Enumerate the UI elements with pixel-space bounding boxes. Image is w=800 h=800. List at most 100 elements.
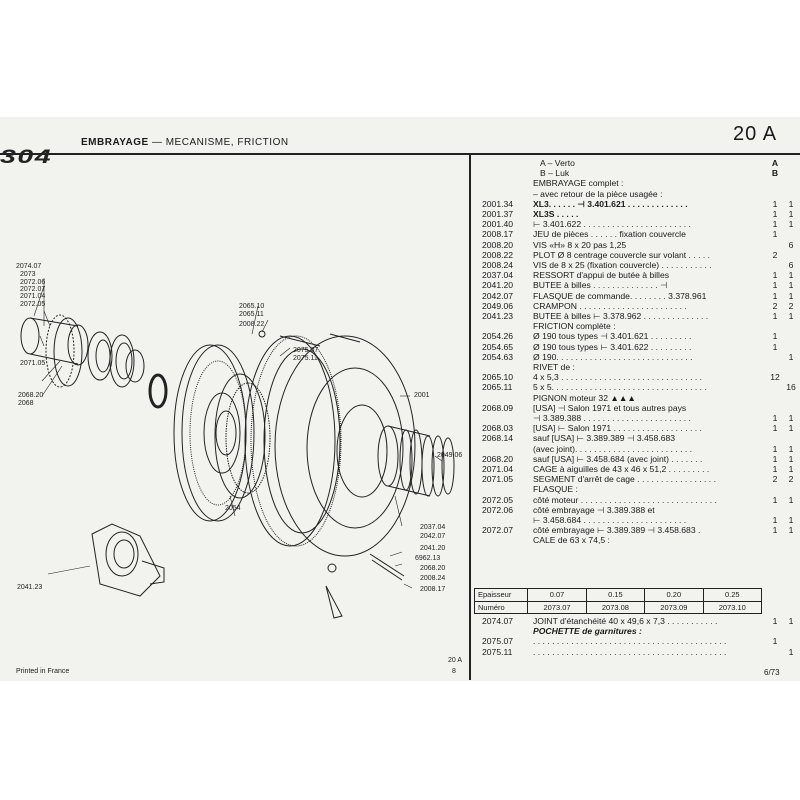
part-row: 2068.09[USA] ⊣ Salon 1971 et tous autres… xyxy=(474,403,800,413)
shim-table: Epaisseur 0.07 0.15 0.20 0.25 Numéro 207… xyxy=(473,588,763,614)
shim-cell: 2073.09 xyxy=(644,600,704,614)
variant-code: A xyxy=(771,158,779,168)
callout-label: 2071.05 xyxy=(20,360,46,367)
part-description: côté embrayage ⊣ 3.389.388 et xyxy=(533,504,655,515)
part-row: ⊢ 3.458.684 . . . . . . . . . . . . . . … xyxy=(474,515,800,525)
callout-label: 2068.20 xyxy=(420,565,446,572)
qty-b: 2 xyxy=(788,474,794,485)
qty-a: 12 xyxy=(770,372,780,383)
part-row: EMBRAYAGE complet : xyxy=(474,178,800,188)
part-ref: 2008.22 xyxy=(482,249,514,260)
catalog-page xyxy=(0,117,800,681)
part-ref: 2041.23 xyxy=(482,311,514,321)
part-ref: 2042.07 xyxy=(482,290,514,301)
part-row: ⊣ 3.389.388 . . . . . . . . . . . . . . … xyxy=(474,413,800,423)
part-ref: 2072.06 xyxy=(482,504,514,515)
part-ref: 2072.05 xyxy=(482,494,514,505)
qty-a: 1 xyxy=(772,616,778,626)
callout-label: 2068.20 xyxy=(18,392,44,399)
part-ref: 2054.63 xyxy=(482,351,514,362)
part-description: A – Verto xyxy=(540,158,575,168)
part-row: PIGNON moteur 32 ▲▲▲ xyxy=(474,393,800,403)
part-row: (avec joint). . . . . . . . . . . . . . … xyxy=(474,444,800,454)
part-ref: 2075.07 xyxy=(482,636,514,647)
callout-label: 2001 xyxy=(414,392,430,399)
qty-a: 1 xyxy=(772,464,778,474)
shim-number-row: Numéro 2073.07 2073.08 2073.09 2073.10 xyxy=(473,600,763,614)
shim-cell: 0.20 xyxy=(644,588,704,602)
qty-a: 1 xyxy=(772,413,778,423)
qty-a: 1 xyxy=(772,423,778,434)
part-description: PIGNON moteur 32 ▲▲▲ xyxy=(533,392,636,403)
qty-a: 1 xyxy=(772,494,778,505)
part-description: (avec joint). . . . . . . . . . . . . . … xyxy=(533,443,693,454)
qty-a: 1 xyxy=(772,280,778,291)
part-row: 2072.06 côté embrayage ⊣ 3.389.388 et xyxy=(474,505,800,515)
qty-b: 1 xyxy=(788,525,794,536)
part-description: CALE de 63 x 74,5 : xyxy=(533,535,610,546)
part-row: 2068.03[USA] ⊢ Salon 1971 . . . . . . . … xyxy=(474,423,800,433)
shim-cell: 2073.10 xyxy=(702,600,763,614)
qty-b: 1 xyxy=(788,280,794,291)
part-description: VIS «H» 8 x 20 pas 1,25 xyxy=(533,239,627,250)
callout-label: 2042.07 xyxy=(420,533,446,540)
qty-b: 1 xyxy=(788,616,794,626)
release-spring-part xyxy=(377,425,455,497)
part-description: sauf [USA] ⊢ 3.389.389 ⊣ 3.458.683 xyxy=(533,433,676,444)
shim-thickness-row: Epaisseur 0.07 0.15 0.20 0.25 xyxy=(473,588,763,602)
footer-section: 20 A xyxy=(448,657,463,664)
bolt-part xyxy=(258,330,405,619)
qty-a: 1 xyxy=(772,443,778,454)
column-divider xyxy=(469,155,471,680)
qty-b: 1 xyxy=(788,351,794,362)
qty-a: 2 xyxy=(772,474,778,485)
part-row: FLASQUE : xyxy=(474,484,800,494)
model-logo: 304 xyxy=(0,147,53,168)
part-row: POCHETTE de garnitures : xyxy=(474,626,800,636)
part-description: B – Luk xyxy=(540,168,570,179)
footer-sub: 8 xyxy=(452,668,456,675)
shim-cell: 2073.08 xyxy=(585,600,646,614)
qty-a: 2 xyxy=(772,300,778,311)
qty-b: 6 xyxy=(788,260,794,270)
part-row: A – Verto A xyxy=(474,158,800,168)
part-row: 2041.23 BUTEE à billes ⊢ 3.378.962 . . . … xyxy=(474,311,800,321)
qty-b: 1 xyxy=(788,464,794,474)
part-ref: 2074.07 xyxy=(482,616,514,626)
part-ref: 2054.65 xyxy=(482,341,514,352)
callout-label: 2073 xyxy=(20,271,36,278)
qty-a: 1 xyxy=(772,515,778,525)
qty-b: 1 xyxy=(788,270,794,281)
part-row: 2075.07. . . . . . . . . . . . . . . . .… xyxy=(474,636,800,646)
qty-a: 1 xyxy=(772,331,778,342)
part-ref: 2068.09 xyxy=(482,402,514,413)
part-description: 5 x 5. . . . . . . . . . . . . . . . . .… xyxy=(533,382,707,393)
callout-label: 2074.07 xyxy=(16,263,42,270)
part-description: SEGMENT d'arrêt de cage . . . . . . . . … xyxy=(533,474,716,485)
callout-label: 2008.24 xyxy=(420,575,446,582)
part-description: PLOT Ø 8 centrage couvercle sur volant .… xyxy=(533,249,711,260)
part-ref: 2001.34 xyxy=(482,198,514,209)
section-number: 20 A xyxy=(733,123,778,145)
qty-a: 1 xyxy=(772,229,778,240)
part-description: FLASQUE : xyxy=(533,484,578,495)
qty-a: 1 xyxy=(772,311,778,321)
clutch-drawing xyxy=(20,278,455,619)
exploded-diagram xyxy=(0,156,468,676)
part-ref: 2001.37 xyxy=(482,209,514,219)
qty-a: 1 xyxy=(772,270,778,281)
part-description: BUTEE à billes ⊢ 3.378.962 . . . . . . .… xyxy=(533,311,709,321)
part-ref: 2065.11 xyxy=(482,382,513,393)
callout-label: 2072.05 xyxy=(20,301,46,308)
